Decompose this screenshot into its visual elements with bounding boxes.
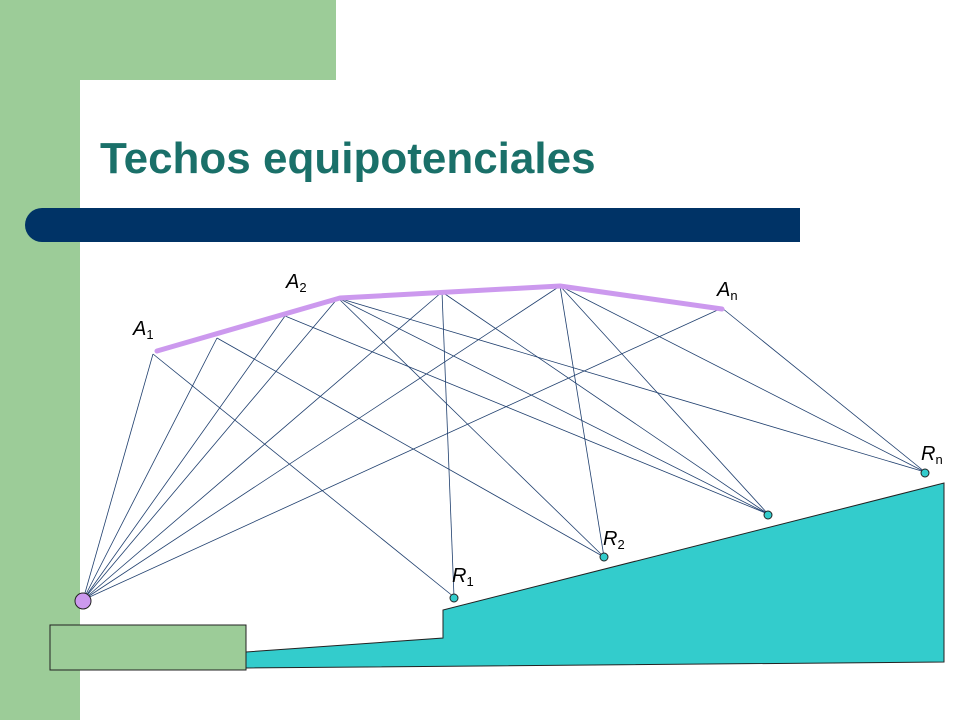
left-decor-band: [0, 0, 80, 720]
label-rn: Rn: [921, 443, 943, 467]
line-an-rn: [721, 307, 926, 473]
label-a2: A2: [285, 271, 307, 295]
label-r1: R1: [452, 565, 474, 589]
line-d-r1: [441, 291, 455, 598]
line-a1-r1: [152, 353, 455, 598]
line-c-r3: [284, 315, 769, 515]
connection-lines: [82, 285, 926, 601]
slide-title: Techos equipotenciales: [100, 134, 596, 183]
line-src-a1: [82, 353, 154, 601]
line-a2-rn: [337, 297, 926, 473]
line-a2-r2: [337, 297, 605, 558]
receptor-r1: [449, 593, 459, 603]
line-src-a2: [82, 297, 339, 601]
content-corner: [80, 80, 180, 180]
terrain-slope: [245, 482, 945, 669]
line-d-r3: [441, 291, 769, 515]
line-e-rn: [559, 285, 926, 473]
line-e-r2: [559, 285, 605, 558]
line-src-e: [82, 285, 561, 601]
source-point: [74, 592, 92, 610]
receptor-r2: [599, 552, 609, 562]
ground-block: [49, 624, 247, 671]
line-src-b: [82, 337, 218, 601]
label-a1: A1: [132, 318, 154, 342]
receptor-r3: [763, 510, 773, 520]
line-e-r3: [559, 285, 769, 515]
receptor-rn: [920, 468, 930, 478]
title-underline-bar: [25, 208, 800, 242]
equipotential-roof: [154, 283, 725, 354]
line-src-c: [82, 315, 286, 601]
label-an: An: [716, 279, 738, 303]
line-src-an: [82, 307, 723, 601]
line-b-r2: [216, 337, 605, 558]
line-src-d: [82, 291, 443, 601]
top-decor-band: [0, 0, 336, 80]
line-a2-r3: [337, 297, 769, 515]
label-r2: R2: [603, 528, 625, 552]
